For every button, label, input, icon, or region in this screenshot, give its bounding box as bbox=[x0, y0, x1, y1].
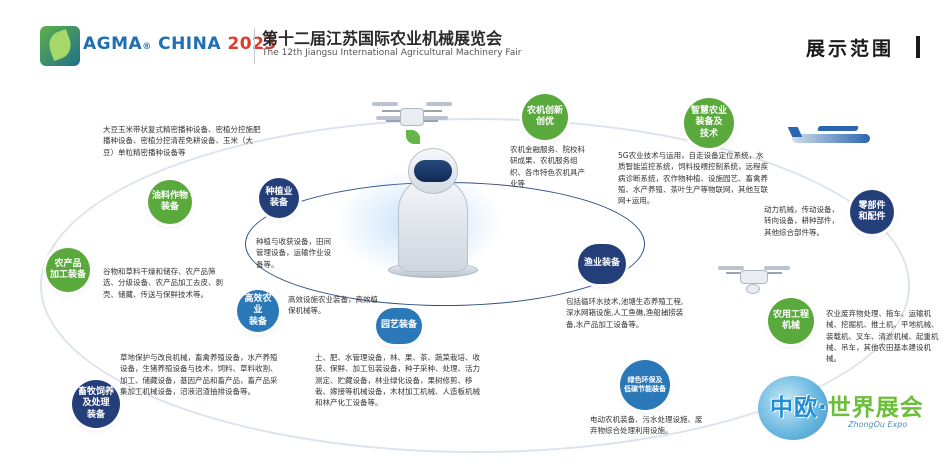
drone-illustration-right bbox=[718, 262, 790, 300]
event-subtitle: The 12th Jiangsu International Agricultu… bbox=[262, 48, 522, 58]
robot-visor bbox=[414, 160, 452, 182]
header-divider bbox=[254, 28, 255, 64]
node-engineering: 农用工程机械 bbox=[768, 298, 814, 344]
node-oil-crop: 油料作物装备 bbox=[148, 180, 192, 224]
brand-logo-text: AGMA® CHINA 2023 bbox=[83, 34, 277, 54]
node-processing: 农产品加工装备 bbox=[46, 248, 90, 292]
desc-horticulture: 土、肥、水管理设备，林、果、茶、蔬菜栽培、收获、保鲜、加工包装设备，种子采种、处… bbox=[315, 353, 480, 407]
node-horticulture: 园艺装备 bbox=[376, 308, 422, 344]
desc-engineering: 农业废弃物处理、拖车、运输机械、挖掘机、推土机、平地机械、装载机、叉车、清淤机械… bbox=[826, 309, 939, 363]
desc-fishery: 包括循环水技术,池塘生态养殖工程,深水网箱设施,人工鱼礁,渔船捕捞装备,水产品加… bbox=[566, 297, 684, 329]
watermark-en: ZhongOu Expo bbox=[848, 420, 908, 429]
desc-planting: 种植与收获设备，田间管理设备，运输作业设备等。 bbox=[256, 237, 331, 269]
globe-icon bbox=[758, 376, 828, 440]
node-parts: 零部件和配件 bbox=[850, 190, 894, 234]
desc-smart-agri: 5G农业技术与运用，自走设备定位系统，水质智能监控系统，饲料投喂控制系统，远程疾… bbox=[618, 151, 768, 205]
desc-livestock: 草地保护与改良机械，畜禽养殖设备，水产养殖设备，生猪养殖设备与技术，饲料、草料收… bbox=[120, 353, 278, 396]
node-fishery: 渔业装备 bbox=[578, 244, 626, 284]
section-title-bar bbox=[916, 36, 920, 58]
desc-parts: 动力机械，传动设备，转向设备，耕种部件，其他综合部件等。 bbox=[764, 205, 839, 237]
section-title: 展示范围 bbox=[806, 38, 895, 60]
desc-green-energy: 电动农机装备、污水处理设施、废弃物综合处理利用设施。 bbox=[590, 415, 703, 436]
outer-orbit bbox=[40, 118, 910, 453]
airplane-illustration bbox=[786, 122, 876, 152]
node-innovation: 农机创新创优 bbox=[522, 94, 568, 140]
desc-processing: 谷物和草料干燥和储存、农产品筛选、分级设备、农产品加工去皮、剥壳、储藏、传送与保… bbox=[103, 267, 223, 299]
watermark-cn: 中欧·世界展会 bbox=[770, 395, 924, 421]
expo-watermark: 中欧·世界展会 ZhongOu Expo bbox=[758, 376, 950, 464]
event-title: 第十二届江苏国际农业机械展览会 bbox=[262, 29, 503, 48]
node-green-energy: 绿色环保及低碳节能装备 bbox=[620, 360, 670, 410]
desc-oil-crop: 大豆玉米带状复式精密播种设备、密植分控施肥播种设备、密植分控清茬免耕设备、玉米（… bbox=[103, 125, 261, 157]
node-smart-agri: 智慧农业装备及技术 bbox=[684, 98, 734, 148]
drone-illustration-left bbox=[372, 96, 452, 152]
node-livestock: 畜牧饲养及处理装备 bbox=[72, 380, 120, 428]
desc-efficient: 高效设施农业装备，高效植保机械等。 bbox=[288, 295, 378, 316]
agma-logo-icon bbox=[40, 26, 80, 66]
node-planting: 种植业装备 bbox=[259, 178, 299, 218]
desc-innovation: 农机金融服务、院校科研成果、农机服务组织、各市特色农机具产业等 bbox=[510, 145, 585, 188]
node-efficient: 高效农业装备 bbox=[237, 290, 279, 332]
